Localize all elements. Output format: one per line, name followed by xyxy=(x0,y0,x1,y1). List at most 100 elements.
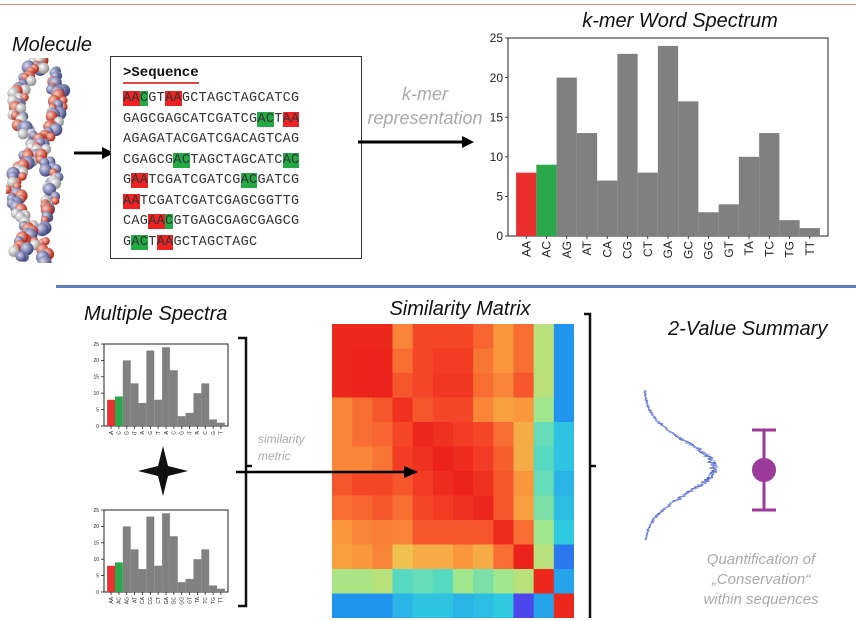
heatmap-cell xyxy=(352,348,373,374)
x-tick-label: TC xyxy=(762,241,776,257)
heatmap-cell xyxy=(332,544,353,570)
x-tick-label: TT xyxy=(219,597,225,603)
heatmap-cell xyxy=(392,520,414,545)
bar-AG xyxy=(556,77,577,236)
heatmap-cell xyxy=(372,544,393,570)
heatmap-cell xyxy=(513,593,535,618)
top-divider xyxy=(0,4,856,5)
sequence-text: AGAGATACGATCGACAGTCAG xyxy=(123,132,300,147)
heatmap-cell xyxy=(372,471,393,496)
bar-CT xyxy=(154,565,163,592)
heatmap-cell xyxy=(553,397,574,423)
similarity-metric-label: similarity metric xyxy=(258,431,305,465)
heatmap-cell xyxy=(332,348,353,374)
heatmap-cell xyxy=(412,348,434,374)
heatmap-cell xyxy=(453,373,474,398)
sequence-line: CAGAACGTGAGCGAGCGAGCG xyxy=(123,214,299,229)
bar-AT xyxy=(130,383,139,426)
bar-AA xyxy=(107,565,115,592)
heatmap-cell xyxy=(493,422,514,447)
heatmap-cell xyxy=(553,422,574,447)
bar-AG xyxy=(122,360,131,426)
heatmap-cell xyxy=(372,373,393,398)
bar-GA xyxy=(162,513,170,592)
bar-GA xyxy=(162,347,170,426)
sequence-highlight: AA xyxy=(282,111,300,127)
heatmap-cell xyxy=(473,324,494,349)
heatmap-cell xyxy=(332,593,353,618)
kmer-label-line1: k-mer xyxy=(402,84,448,104)
heatmap-cell xyxy=(493,446,514,472)
mean-error-bar xyxy=(752,428,776,512)
heatmap-cell xyxy=(553,446,574,472)
heatmap-cell xyxy=(432,471,454,496)
heatmap-cell xyxy=(332,373,353,398)
x-tick-label: GG xyxy=(179,597,185,605)
bar-GT xyxy=(185,412,194,426)
heatmap-cell xyxy=(513,495,535,521)
heatmap-cell xyxy=(332,324,353,349)
heatmap-cell xyxy=(473,495,494,521)
x-tick-label: CT xyxy=(156,431,162,435)
x-tick-label: TG xyxy=(211,431,217,435)
bar-AA xyxy=(107,399,115,426)
heatmap-cell xyxy=(392,544,414,570)
heatmap-cell xyxy=(453,471,474,496)
heatmap-cell xyxy=(412,397,434,423)
distribution-curve xyxy=(643,389,719,541)
bar-GC xyxy=(678,101,699,236)
y-tick-label: 5 xyxy=(96,407,99,413)
bar-CA xyxy=(597,180,618,236)
x-tick-label: CA xyxy=(140,596,146,604)
bar-TA xyxy=(193,393,202,426)
heatmap-cell xyxy=(332,422,353,447)
heatmap-cell xyxy=(493,520,514,545)
heatmap-cell xyxy=(432,324,454,349)
heatmap-cell xyxy=(553,348,574,374)
heatmap-cell xyxy=(372,593,393,618)
summary-title: 2-Value Summary xyxy=(668,318,828,340)
sequence-highlight: AA xyxy=(165,91,182,106)
heatmap-cell xyxy=(493,373,514,398)
heatmap-cell xyxy=(473,544,494,570)
bar-TG xyxy=(779,220,800,236)
heatmap-cell xyxy=(513,348,535,374)
star-icon xyxy=(138,446,188,496)
bar-TA xyxy=(738,156,760,236)
bar-AT xyxy=(130,549,139,592)
y-tick-label: 15 xyxy=(93,541,99,547)
heatmap-cell xyxy=(473,348,494,374)
heatmap-cell xyxy=(432,495,454,521)
heatmap-cell xyxy=(352,593,373,618)
summary-caption-line1: Quantification of xyxy=(706,551,816,568)
heatmap-cell xyxy=(412,544,434,570)
y-tick-label: 25 xyxy=(93,342,99,348)
heatmap-cell xyxy=(372,569,393,594)
heatmap-cell xyxy=(533,397,555,423)
heatmap-cell xyxy=(473,471,494,496)
heatmap-cell xyxy=(553,520,574,545)
x-tick-label: GC xyxy=(681,241,695,259)
heatmap-cell xyxy=(432,520,454,545)
heatmap-cell xyxy=(553,471,574,496)
sequence-line: GAATCGATCGATCGACGATCG xyxy=(123,173,299,188)
heatmap-cell xyxy=(432,373,454,398)
heatmap-cell xyxy=(432,397,454,423)
heatmap-cell xyxy=(372,495,393,521)
heatmap-cell xyxy=(493,569,514,594)
heatmap-cell xyxy=(392,446,414,472)
x-tick-label: CA xyxy=(600,241,614,258)
sequence-line: AGAGATACGATCGACAGTCAG xyxy=(123,132,299,147)
bar-TG xyxy=(209,419,218,426)
heatmap-cell xyxy=(392,348,414,374)
sequence-text: GTGAGCGAGCGAGCG xyxy=(173,214,300,229)
y-tick-label: 15 xyxy=(490,110,504,124)
heatmap-cell xyxy=(352,397,373,423)
summary-caption-line3: within sequences xyxy=(703,591,819,608)
sequence-highlight: AC xyxy=(240,173,258,188)
heatmap-cell xyxy=(513,544,535,570)
heatmap-cell xyxy=(533,324,555,349)
bar-TC xyxy=(201,383,210,426)
bar-CT xyxy=(154,399,163,426)
